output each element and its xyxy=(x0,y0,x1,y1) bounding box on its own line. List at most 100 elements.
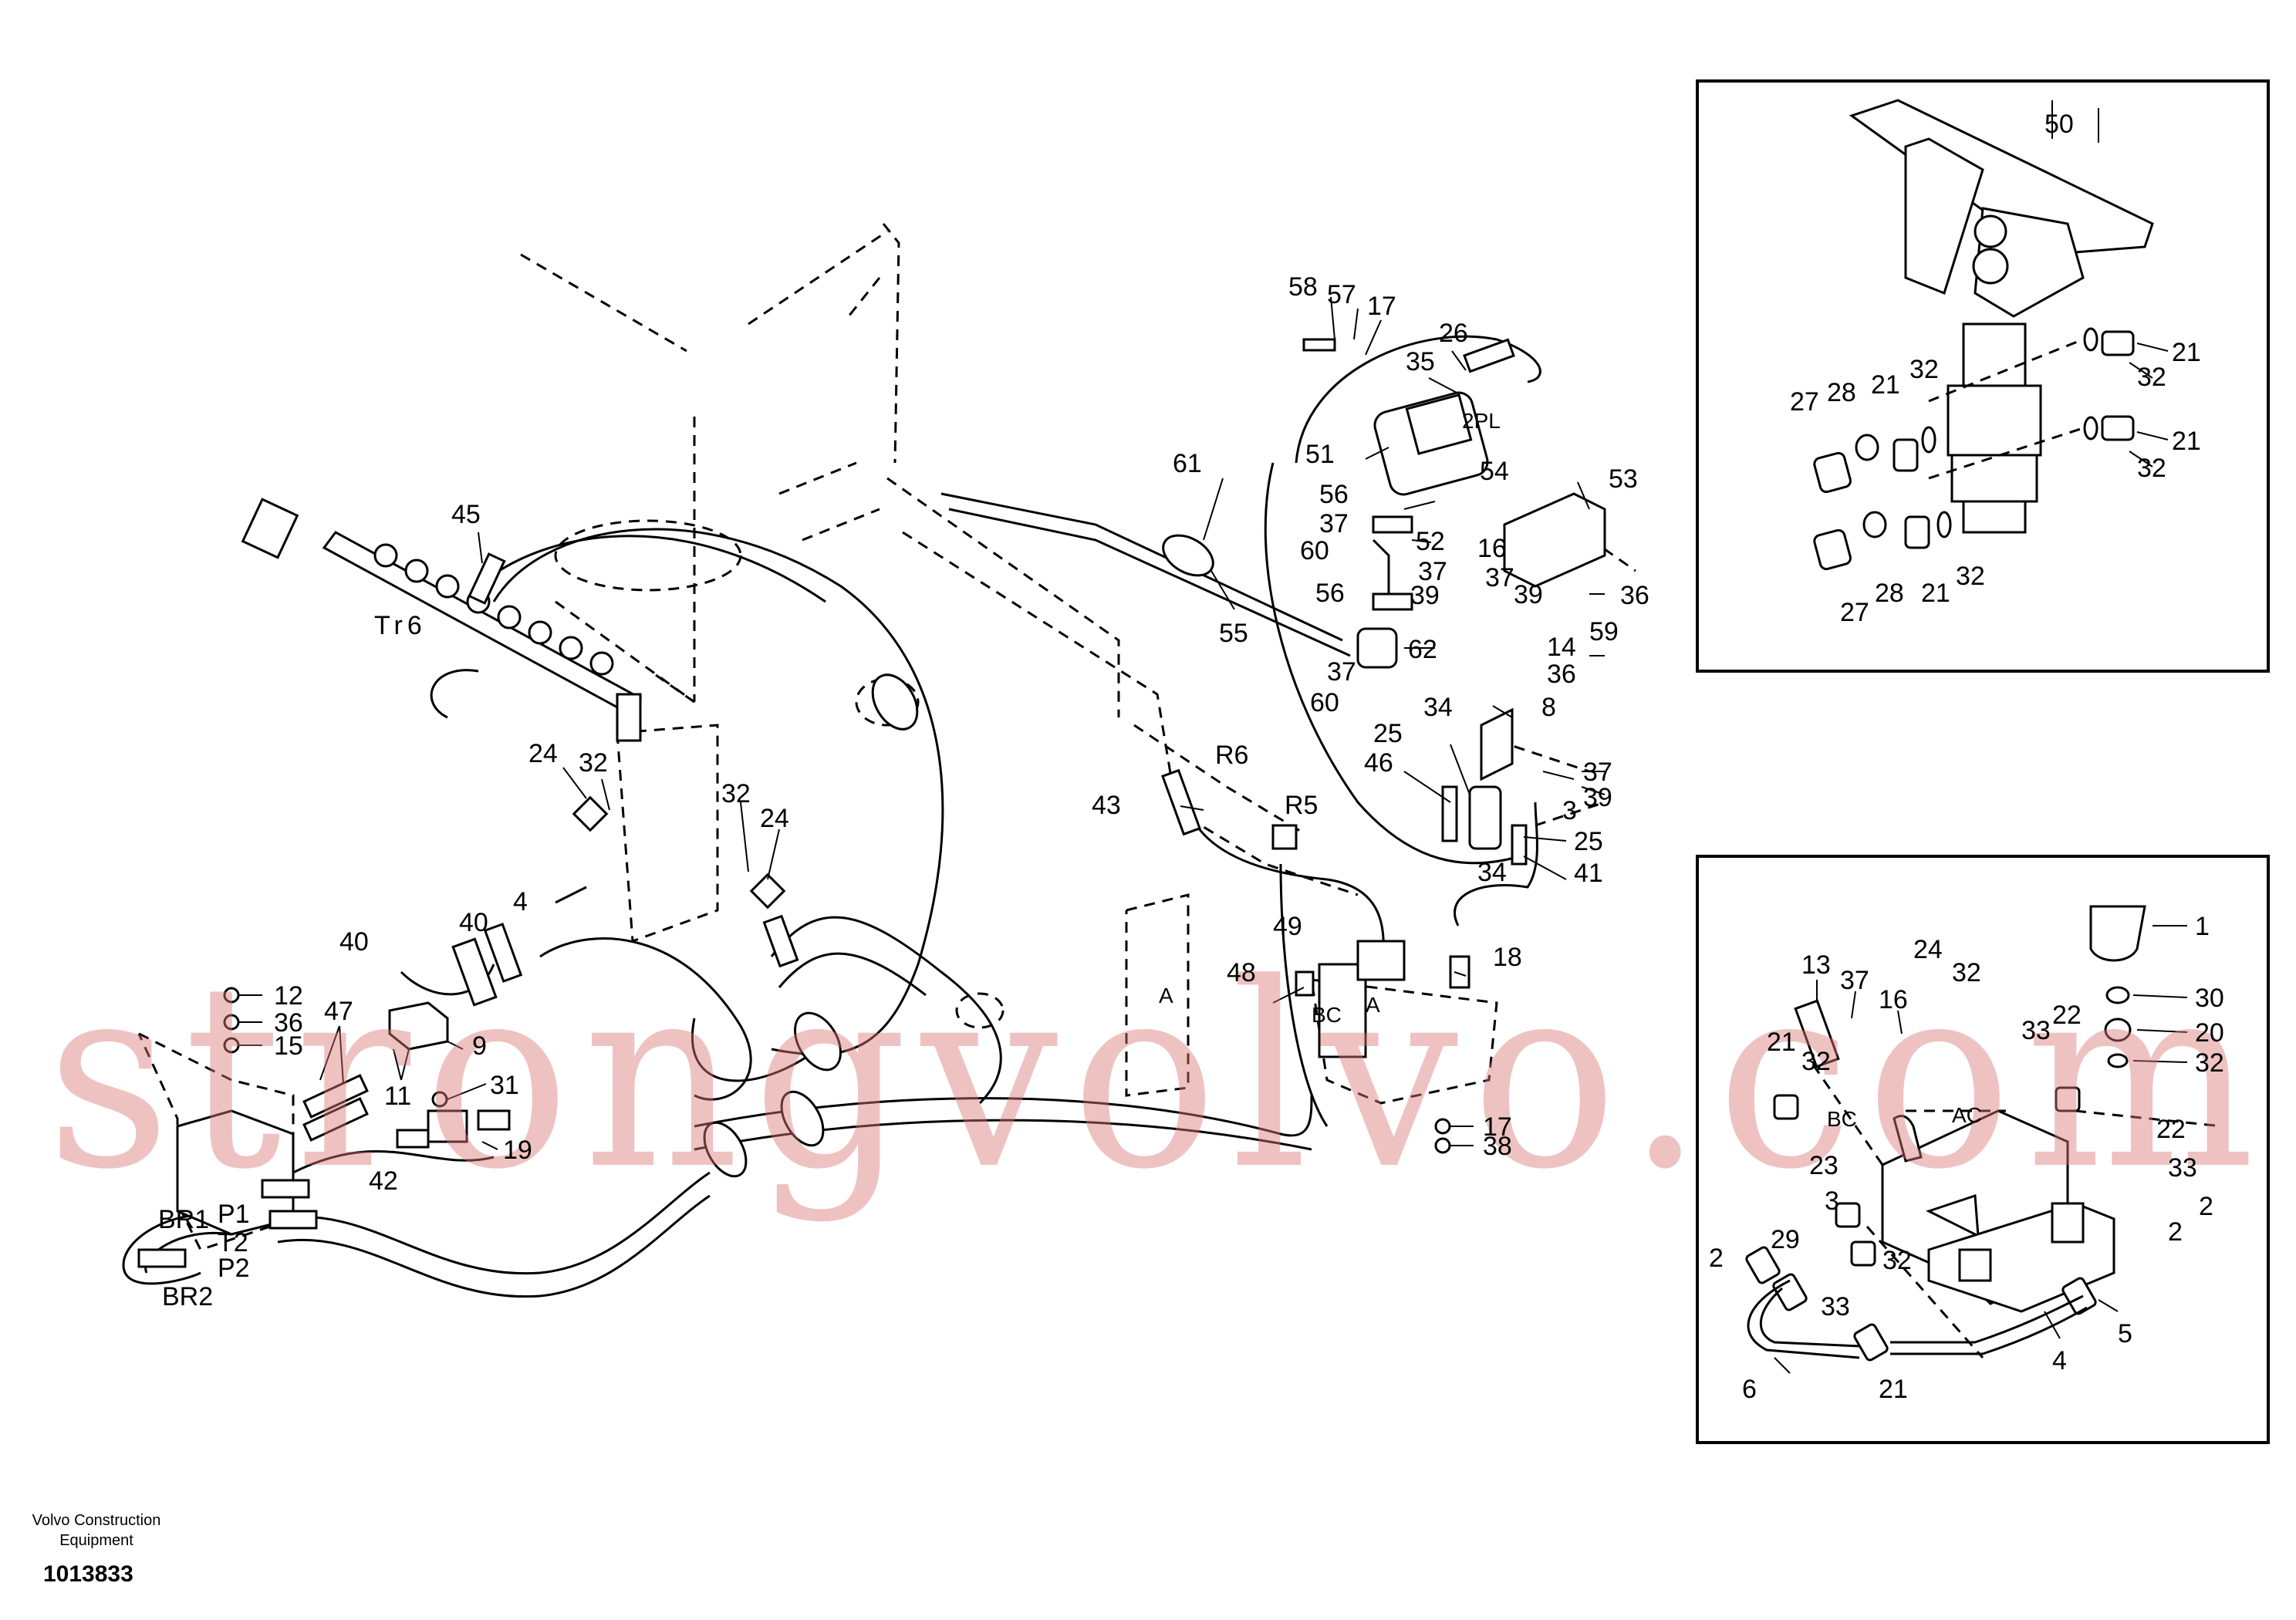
callout-21: 21 xyxy=(2172,338,2201,367)
callout-37: 37 xyxy=(1319,509,1349,538)
callout-11: 11 xyxy=(384,1082,411,1111)
callout-br1: BR1 xyxy=(158,1205,209,1234)
callout-labels: 45 Tr6 24 32 32 24 40 40 4 12 36 15 47 9… xyxy=(158,110,2224,1404)
callout-4: 4 xyxy=(513,887,528,916)
callout-1: 1 xyxy=(2195,912,2210,941)
callout-36: 36 xyxy=(1547,660,1576,689)
components xyxy=(137,338,1606,1268)
callout-24: 24 xyxy=(528,739,558,768)
callout-47: 47 xyxy=(324,997,353,1026)
callout-37: 37 xyxy=(1840,966,1869,995)
callout-5: 5 xyxy=(2118,1319,2132,1348)
callout-55: 55 xyxy=(1219,619,1248,648)
inset-pedal xyxy=(1696,79,2270,673)
callout-38: 38 xyxy=(1483,1132,1512,1161)
callout-19: 19 xyxy=(503,1136,532,1165)
callout-32: 32 xyxy=(2195,1048,2224,1078)
callout-34: 34 xyxy=(1477,858,1507,887)
callout-bc: BC xyxy=(1312,1003,1342,1027)
callout-18: 18 xyxy=(1493,943,1522,972)
callout-37: 37 xyxy=(1418,557,1447,586)
callout-32: 32 xyxy=(1909,355,1939,384)
callout-33: 33 xyxy=(1821,1292,1850,1321)
callout-9: 9 xyxy=(472,1031,487,1061)
callout-r6: R6 xyxy=(1215,741,1248,770)
callout-35: 35 xyxy=(1406,347,1435,376)
callout-4: 4 xyxy=(2052,1346,2067,1375)
callout-21: 21 xyxy=(1879,1375,1908,1404)
callout-54: 54 xyxy=(1480,457,1509,486)
callout-37: 37 xyxy=(1327,657,1356,687)
callout-21: 21 xyxy=(1767,1028,1796,1057)
callout-31: 31 xyxy=(490,1071,519,1100)
callout-58: 58 xyxy=(1288,272,1318,302)
callout-60: 60 xyxy=(1310,688,1339,717)
callout-28: 28 xyxy=(1827,378,1856,407)
callout-40: 40 xyxy=(339,927,369,957)
hoses xyxy=(122,335,1541,1298)
callout-2: 2 xyxy=(2199,1192,2213,1221)
callout-p2: P2 xyxy=(218,1254,250,1283)
callout-3: 3 xyxy=(1825,1186,1839,1216)
callout-28: 28 xyxy=(1875,579,1904,608)
callout-56: 56 xyxy=(1319,480,1349,509)
callout-32: 32 xyxy=(1882,1246,1912,1275)
callout-59: 59 xyxy=(1589,617,1619,646)
callout-39: 39 xyxy=(1583,783,1612,812)
drawing-number: 1013833 xyxy=(43,1561,133,1587)
footer-company: Volvo Construction Equipment xyxy=(0,1510,193,1551)
callout-25: 25 xyxy=(1574,827,1603,856)
callout-33: 33 xyxy=(2021,1016,2051,1045)
callout-23: 23 xyxy=(1809,1151,1838,1180)
callout-61: 61 xyxy=(1173,449,1202,478)
callout-60: 60 xyxy=(1300,536,1329,565)
callout-br2: BR2 xyxy=(162,1282,213,1311)
callout-39: 39 xyxy=(1410,581,1440,610)
callout-13: 13 xyxy=(1801,950,1831,980)
callout-53: 53 xyxy=(1609,464,1638,494)
callout-49: 49 xyxy=(1273,912,1302,941)
callout-32: 32 xyxy=(1956,562,1985,591)
callout-32: 32 xyxy=(1952,958,1981,987)
callout-a: A xyxy=(1366,993,1380,1017)
callout-39: 39 xyxy=(1514,580,1543,609)
watermark: strongvolvo.com xyxy=(46,929,2268,1225)
callout-bc: BC xyxy=(1827,1107,1857,1131)
callout-40: 40 xyxy=(459,908,488,937)
callout-22: 22 xyxy=(2156,1115,2186,1144)
callout-16: 16 xyxy=(1477,534,1507,563)
callout-2: 2 xyxy=(2168,1217,2183,1247)
callout-51: 51 xyxy=(1305,440,1335,469)
callout-29: 29 xyxy=(1771,1225,1800,1254)
callout-36: 36 xyxy=(1620,581,1649,610)
callout-50: 50 xyxy=(2044,110,2074,139)
callout-a: A xyxy=(1159,984,1173,1007)
callout-21: 21 xyxy=(1921,579,1950,608)
callout-26: 26 xyxy=(1439,319,1468,348)
machine-outline xyxy=(137,223,1636,1251)
callout-32: 32 xyxy=(2137,454,2166,483)
callout-25: 25 xyxy=(1373,719,1403,748)
callout-ac: AC xyxy=(1952,1103,1982,1127)
callout-8: 8 xyxy=(1541,693,1556,722)
callout-62: 62 xyxy=(1408,635,1437,664)
callout-20: 20 xyxy=(2195,1018,2224,1048)
callout-33: 33 xyxy=(2168,1153,2197,1183)
leader-lines xyxy=(239,296,1606,1150)
company-line-1: Volvo Construction xyxy=(32,1512,161,1529)
callout-15: 15 xyxy=(274,1031,303,1061)
callout-57: 57 xyxy=(1327,280,1356,309)
callout-tr6: Tr6 xyxy=(374,611,427,640)
callout-p1: P1 xyxy=(218,1200,250,1229)
callout-32: 32 xyxy=(2137,363,2166,392)
callout-2: 2 xyxy=(1709,1244,1724,1273)
callout-22: 22 xyxy=(2052,1001,2082,1030)
callout-30: 30 xyxy=(2195,984,2224,1013)
callout-24: 24 xyxy=(760,804,789,833)
callout-t2: T2 xyxy=(218,1228,248,1257)
company-line-2: Equipment xyxy=(59,1532,133,1549)
callout-27: 27 xyxy=(1790,387,1819,417)
callout-r5: R5 xyxy=(1285,791,1318,820)
callout-41: 41 xyxy=(1574,859,1603,888)
